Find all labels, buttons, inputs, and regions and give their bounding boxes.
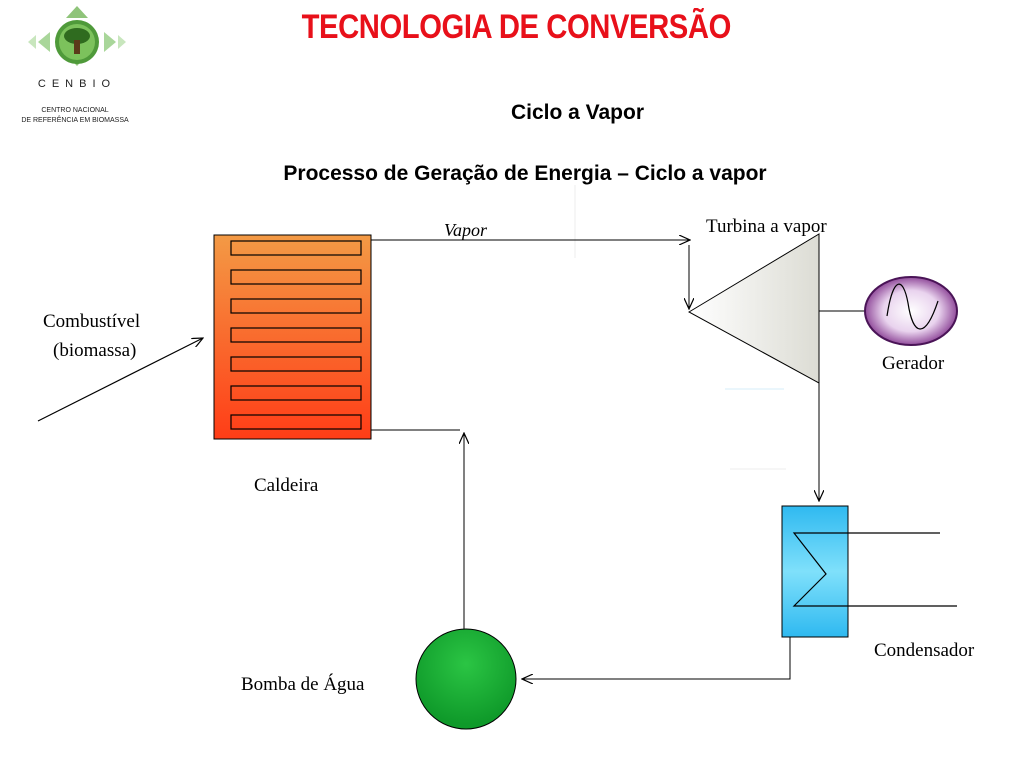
vapor-label: Vapor: [444, 220, 488, 240]
boiler-label: Caldeira: [254, 475, 319, 496]
diagram-heading: Processo de Geração de Energia – Ciclo a…: [283, 162, 767, 185]
page-subtitle: Ciclo a Vapor: [510, 101, 645, 124]
condenser: [781, 505, 957, 638]
fuel-label-line1: Combustível: [43, 311, 141, 332]
water-pump: [415, 628, 517, 730]
logo-subtitle-line2: DE REFERÊNCIA EM BIOMASSA: [21, 117, 129, 124]
fuel-label-line2: (biomassa): [53, 340, 137, 361]
turbine: [687, 233, 820, 384]
fuel-arrow: [37, 338, 203, 422]
boiler: [213, 234, 372, 440]
condenser-label: Condensador: [874, 640, 975, 661]
cenbio-emblem-icon: [28, 6, 126, 66]
condensate-pipe: [522, 637, 791, 679]
sine-wave-icon: [886, 283, 939, 330]
logo-name: CENBIO: [37, 78, 117, 90]
pump-label: Bomba de Água: [241, 674, 365, 695]
generator: [864, 276, 958, 346]
generator-label: Gerador: [882, 353, 945, 374]
cenbio-logo: CENBIO CENTRO NACIONAL DE REFERÊNCIA EM …: [8, 4, 129, 130]
page-title: TECNOLOGIA DE CONVERSÃO: [301, 8, 732, 46]
logo-subtitle-line1: CENTRO NACIONAL: [41, 107, 109, 114]
turbine-label: Turbina a vapor: [706, 216, 827, 237]
